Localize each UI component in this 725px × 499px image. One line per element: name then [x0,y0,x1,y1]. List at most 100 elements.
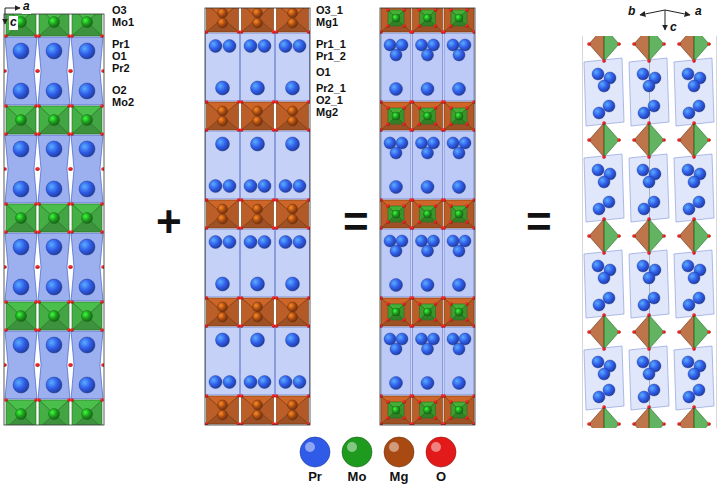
oxygen-dot [707,234,711,238]
atom-ball [288,312,298,322]
octahedron-face [277,298,293,326]
atom-ball [293,180,306,193]
atom-ball [82,17,93,28]
atom-ball [253,106,263,116]
atom-ball [683,203,695,215]
octahedron-face [242,298,258,326]
atom-ball [683,391,695,403]
octahedron-face [604,36,619,61]
oxygen-dot [380,226,383,230]
oxygen-dot [418,416,422,420]
atom-ball [82,213,93,224]
atom-ball [688,272,700,284]
axis-label: c [669,21,678,35]
octahedron-face [207,200,223,228]
pr-polyhedron [38,233,70,301]
oxygen-dot [442,394,446,398]
oxygen-dot [411,226,415,230]
oxygen-dot [307,394,310,398]
atom-ball [218,312,228,322]
atom-ball [288,302,298,312]
atom-ball [643,176,655,188]
atom-ball [13,279,29,295]
oxygen-dot [380,422,383,425]
atom-ball [592,164,604,176]
atom-ball [79,239,95,255]
atom-label: Pr1_1 [316,38,346,51]
atom-ball [79,43,95,59]
oxygen-dot [307,324,310,328]
oxygen-dot [632,42,636,46]
octahedron-face [694,123,709,157]
atom-ball [286,333,300,347]
oxygen-dot [677,330,681,334]
oxygen-dot [617,138,621,142]
atom-ball [16,213,27,224]
atom-ball [592,356,604,368]
operator-symbol: + [156,200,182,244]
oxygen-dot [411,100,415,104]
atom-ball [244,40,257,53]
atom-ball [598,272,610,284]
oxygen-dot [240,296,244,300]
atom-ball [293,40,306,53]
oxygen-dot [472,128,475,132]
oxygen-dot [647,347,651,351]
oxygen-dot [647,313,651,317]
oxygen-dot [602,59,606,63]
oxygen-dot [35,363,39,367]
atom-ball [286,137,300,151]
oxygen-dot [632,330,636,334]
pr-polyhedron [5,331,37,399]
oxygen-dot [617,330,621,334]
atom-ball [13,377,29,393]
oxygen-dot [647,217,651,221]
atom-ball [390,377,403,390]
atom-ball [253,204,263,214]
legend [300,437,456,467]
oxygen-dot [4,202,8,206]
axis-arrow [640,10,665,15]
oxygen-dot [587,138,591,142]
oxygen-dot [69,167,73,171]
octahedron-face [649,36,664,61]
oxygen-dot [472,226,475,230]
oxygen-dot [37,328,41,332]
pr-polyhedron [584,346,624,410]
oxygen-dot [4,230,8,234]
atom-ball [16,409,27,420]
oxygen-dot [35,265,39,269]
oxygen-dot [411,324,415,328]
oxygen-dot [68,167,72,171]
atom-ball [16,311,27,322]
oxygen-dot [101,167,104,171]
atom-ball [293,236,306,249]
atom-ball [288,8,298,18]
oxygen-dot [100,328,104,332]
oxygen-dot [386,400,390,404]
oxygen-dot [205,128,208,132]
oxygen-dot [37,398,41,402]
pr-polyhedron [276,229,310,297]
structure-panel-2 [205,2,311,426]
panel-content [4,14,104,425]
atom-ball [422,343,434,355]
atom-ball [49,115,60,126]
atom-ball [253,8,263,18]
swatch-highlight [305,442,315,452]
oxygen-dot [662,234,666,238]
oxygen-dot [70,202,74,206]
oxygen-dot [205,296,208,300]
atom-ball [253,116,263,126]
octahedron-face [242,396,258,424]
oxygen-dot [70,132,74,136]
oxygen-dot [602,313,606,317]
legend-swatch [342,437,372,467]
atom-ball [682,164,694,176]
atom-ball [592,68,604,80]
oxygen-dot [386,318,390,322]
oxygen-dot [240,198,244,202]
pr-polyhedron [241,327,275,395]
